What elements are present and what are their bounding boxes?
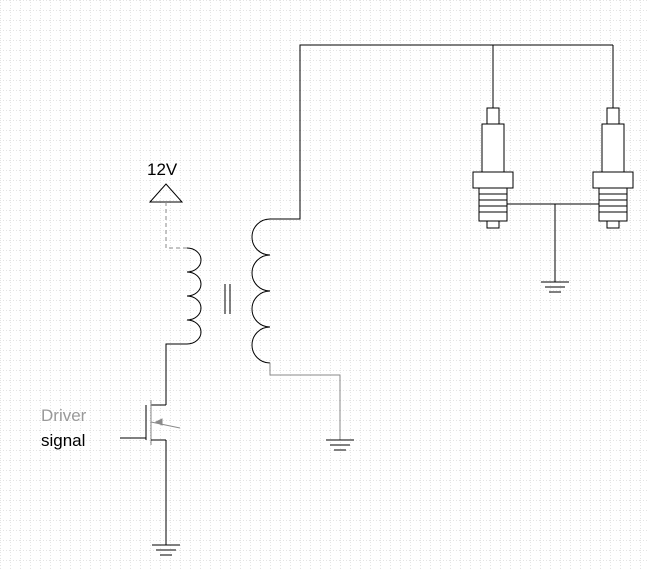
- secondary-coil: [251, 218, 271, 364]
- spark-plug-2: [592, 107, 634, 229]
- supply-12v-label: 12V: [147, 160, 178, 179]
- plug-ground-wire: [507, 203, 599, 282]
- secondary-bottom-wire: [269, 363, 341, 440]
- ground-symbol-mosfet: [152, 544, 180, 556]
- supply-wire: [165, 202, 187, 249]
- primary-bottom-wire: [165, 343, 187, 388]
- transformer-core: [224, 284, 231, 314]
- secondary-top-wire: [270, 44, 613, 220]
- driver-label-line2: signal: [41, 431, 85, 450]
- ground-symbol-plugs: [541, 281, 569, 293]
- spark-plug-1: [472, 107, 514, 229]
- driver-label-line1: Driver: [41, 406, 87, 425]
- ground-symbol-secondary: [326, 439, 354, 451]
- spark-plug-leads: [492, 45, 614, 108]
- mosfet-transistor: [120, 388, 181, 545]
- primary-coil: [186, 247, 202, 345]
